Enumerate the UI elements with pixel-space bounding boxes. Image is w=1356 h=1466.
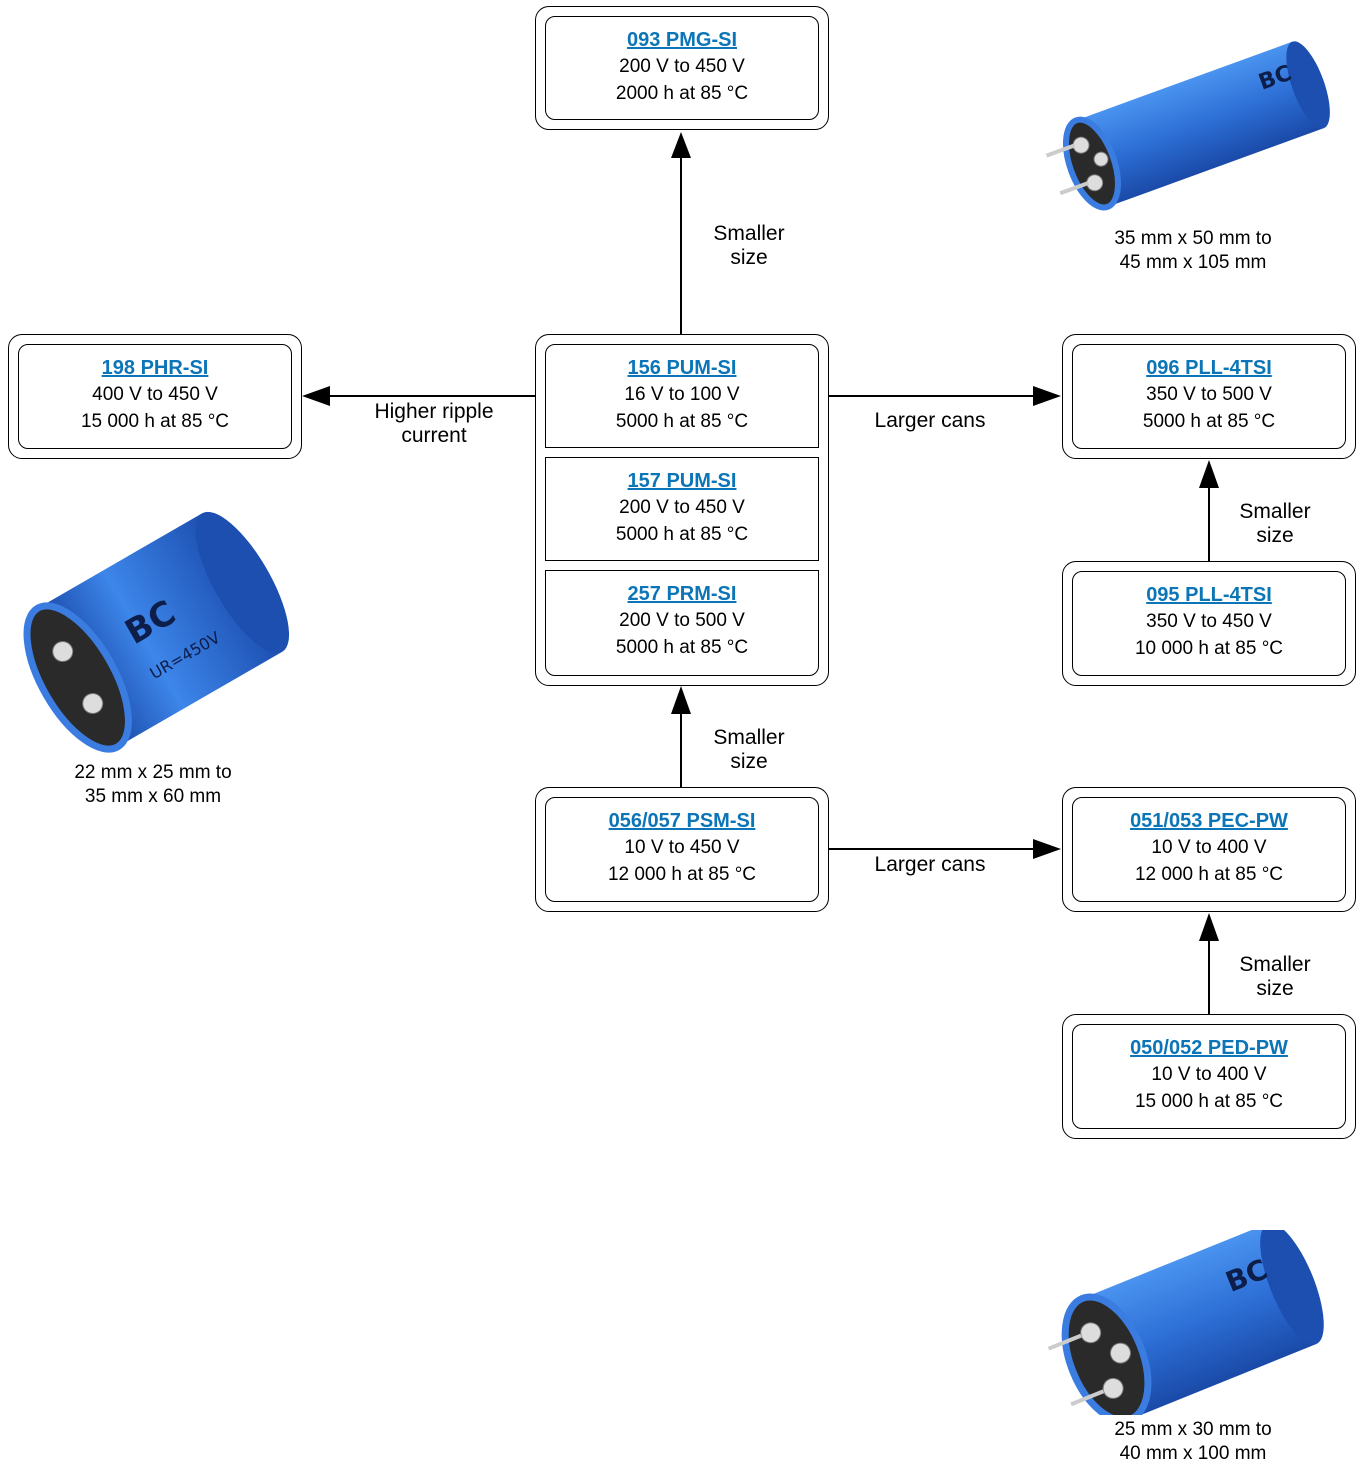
voltage-range: 200 V to 500 V bbox=[619, 610, 745, 631]
series-box-050-inner: 050/052 PED-PW 10 V to 400 V 15 000 h at… bbox=[1072, 1024, 1346, 1129]
series-box-056-inner: 056/057 PSM-SI 10 V to 450 V 12 000 h at… bbox=[545, 797, 819, 902]
life-rating: 12 000 h at 85 °C bbox=[607, 864, 757, 885]
series-box-157: 157 PUM-SI 200 V to 450 V 5000 h at 85 °… bbox=[545, 457, 819, 561]
life-rating: 15 000 h at 85 °C bbox=[80, 411, 230, 432]
life-rating: 2000 h at 85 °C bbox=[615, 83, 749, 104]
arrow-label-larger-cans: Larger cans bbox=[874, 853, 986, 876]
voltage-range: 16 V to 100 V bbox=[624, 384, 740, 405]
capacitor-4-pin-icon: BC bbox=[1045, 35, 1345, 215]
series-link-257[interactable]: 257 PRM-SI bbox=[627, 583, 737, 605]
series-link-156[interactable]: 156 PUM-SI bbox=[627, 357, 737, 379]
series-box-056: 056/057 PSM-SI 10 V to 450 V 12 000 h at… bbox=[535, 787, 829, 912]
life-rating: 12 000 h at 85 °C bbox=[1134, 864, 1284, 885]
series-link-157[interactable]: 157 PUM-SI bbox=[627, 470, 737, 492]
capacitor-4-pin-icon: BC bbox=[1040, 1222, 1340, 1424]
voltage-range: 10 V to 400 V bbox=[1151, 1064, 1267, 1085]
series-link-198[interactable]: 198 PHR-SI bbox=[101, 357, 209, 379]
series-box-257: 257 PRM-SI 200 V to 500 V 5000 h at 85 °… bbox=[545, 570, 819, 676]
life-rating: 5000 h at 85 °C bbox=[615, 637, 749, 658]
series-box-center-group: 156 PUM-SI 16 V to 100 V 5000 h at 85 °C… bbox=[535, 334, 829, 686]
series-box-198-inner: 198 PHR-SI 400 V to 450 V 15 000 h at 85… bbox=[18, 344, 292, 449]
voltage-range: 10 V to 450 V bbox=[624, 837, 740, 858]
series-box-096: 096 PLL-4TSI 350 V to 500 V 5000 h at 85… bbox=[1062, 334, 1356, 459]
voltage-range: 200 V to 450 V bbox=[619, 56, 745, 77]
series-box-095: 095 PLL-4TSI 350 V to 450 V 10 000 h at … bbox=[1062, 561, 1356, 686]
series-box-050: 050/052 PED-PW 10 V to 400 V 15 000 h at… bbox=[1062, 1014, 1356, 1139]
series-link-093[interactable]: 093 PMG-SI bbox=[626, 29, 738, 51]
life-rating: 10 000 h at 85 °C bbox=[1134, 638, 1284, 659]
series-box-051: 051/053 PEC-PW 10 V to 400 V 12 000 h at… bbox=[1062, 787, 1356, 912]
voltage-range: 400 V to 450 V bbox=[92, 384, 218, 405]
voltage-range: 350 V to 450 V bbox=[1146, 611, 1272, 632]
series-box-095-inner: 095 PLL-4TSI 350 V to 450 V 10 000 h at … bbox=[1072, 571, 1346, 676]
life-rating: 15 000 h at 85 °C bbox=[1134, 1091, 1284, 1112]
arrow-label-larger-cans: Larger cans bbox=[874, 409, 986, 432]
series-box-093: 093 PMG-SI 200 V to 450 V 2000 h at 85 °… bbox=[535, 6, 829, 130]
series-box-051-inner: 051/053 PEC-PW 10 V to 400 V 12 000 h at… bbox=[1072, 797, 1346, 902]
series-link-051[interactable]: 051/053 PEC-PW bbox=[1130, 810, 1288, 832]
series-box-096-inner: 096 PLL-4TSI 350 V to 500 V 5000 h at 85… bbox=[1072, 344, 1346, 449]
life-rating: 5000 h at 85 °C bbox=[615, 411, 749, 432]
series-box-156: 156 PUM-SI 16 V to 100 V 5000 h at 85 °C bbox=[545, 344, 819, 448]
series-link-050[interactable]: 050/052 PED-PW bbox=[1130, 1037, 1288, 1059]
voltage-range: 350 V to 500 V bbox=[1146, 384, 1272, 405]
voltage-range: 10 V to 400 V bbox=[1151, 837, 1267, 858]
life-rating: 5000 h at 85 °C bbox=[1142, 411, 1276, 432]
series-link-096[interactable]: 096 PLL-4TSI bbox=[1146, 357, 1272, 379]
series-link-056[interactable]: 056/057 PSM-SI bbox=[608, 810, 756, 832]
voltage-range: 200 V to 450 V bbox=[619, 497, 745, 518]
life-rating: 5000 h at 85 °C bbox=[615, 524, 749, 545]
series-box-198: 198 PHR-SI 400 V to 450 V 15 000 h at 85… bbox=[8, 334, 302, 459]
series-box-093-inner: 093 PMG-SI 200 V to 450 V 2000 h at 85 °… bbox=[545, 16, 819, 120]
capacitor-snap-in-icon: BC UR=450V bbox=[20, 510, 300, 755]
series-link-095[interactable]: 095 PLL-4TSI bbox=[1146, 584, 1272, 606]
